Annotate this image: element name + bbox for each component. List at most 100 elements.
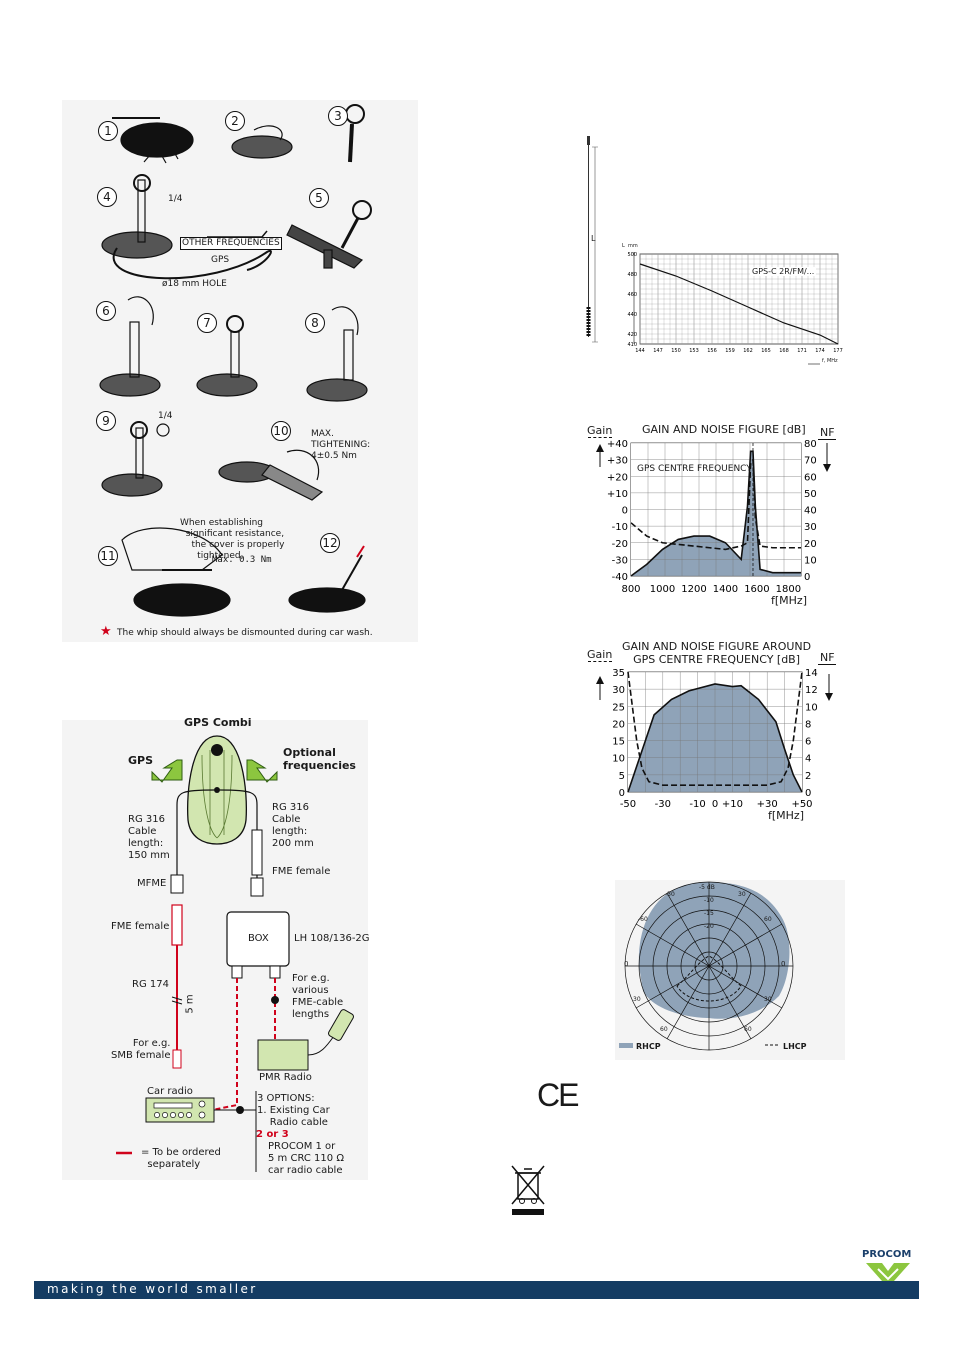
- lhcp-legend: LHCP: [783, 1042, 807, 1051]
- pmr-radio: [257, 1039, 309, 1071]
- gain-left-tick: -20: [612, 539, 628, 550]
- step-6: 6: [96, 301, 116, 321]
- zoom-left-tick: 20: [612, 719, 625, 730]
- wiring-diagram: [62, 720, 368, 1180]
- optional-arrow: [246, 759, 278, 783]
- mfme-label: MFME: [137, 878, 167, 889]
- step-12: 12: [320, 533, 340, 553]
- polar-angle-label: 60: [764, 916, 772, 923]
- polar-ring-label: -20: [704, 923, 714, 930]
- rg316-right-label: RG 316 Cable length: 200 mm: [272, 802, 314, 849]
- zoom-x-unit: f[MHz]: [768, 809, 804, 822]
- zoom-x-tick: -50: [620, 799, 636, 810]
- zoom-nf-arrowhead: [825, 693, 833, 701]
- gain-left-tick: +20: [607, 472, 628, 483]
- gain-x-tick: 1800: [776, 584, 801, 595]
- step-9: 9: [96, 411, 116, 431]
- fme-female-right-label: FME female: [272, 866, 331, 877]
- star-icon: ★: [100, 624, 112, 639]
- rg174-label: RG 174: [132, 979, 169, 990]
- gain-nf-chart: +40+30+20+100-10-20-30-40807060504030201…: [596, 439, 831, 595]
- gain-right-tick: 30: [804, 522, 817, 533]
- wiring-title: GPS Combi: [184, 716, 252, 729]
- zoom-chart-title: GAIN AND NOISE FIGURE AROUND GPS CENTRE …: [622, 640, 812, 666]
- fme-cable-label: For e.g. various FME-cable lengths: [292, 973, 344, 1020]
- step-8: 8: [305, 313, 325, 333]
- length-x-tick: 144: [635, 348, 645, 354]
- gain-left-tick: +10: [607, 489, 628, 500]
- length-x-tick: 147: [653, 348, 663, 354]
- car-wash-note: The whip should always be dismounted dur…: [117, 628, 373, 638]
- lh-label: LH 108/136-2G: [294, 933, 370, 944]
- zoom-left-tick: 10: [612, 754, 625, 765]
- zoom-left-tick: 30: [612, 685, 625, 696]
- step-2: 2: [225, 111, 245, 131]
- zoom-nf-line: [627, 683, 803, 793]
- polar-plot: [615, 880, 845, 1060]
- length-y-tick: 420: [627, 332, 637, 338]
- zoom-nf-title: NF: [820, 651, 835, 664]
- other-frequencies-label: OTHER FREQUENCIES: [180, 237, 282, 250]
- car-radio-label: Car radio: [147, 1086, 193, 1097]
- options-label: 3 OPTIONS: 1. Existing Car Radio cable: [257, 1093, 330, 1128]
- legend-label: = To be ordered separately: [141, 1147, 221, 1170]
- gain-left-tick: -40: [612, 572, 628, 583]
- length-y-tick: 460: [627, 292, 637, 298]
- zoom-left-tick: 25: [612, 702, 625, 713]
- quarter-turn-label: 1/4: [168, 194, 183, 204]
- length-y-tick: 500: [627, 252, 637, 258]
- zoom-left-tick: 35: [612, 668, 625, 679]
- antenna-base-2: [231, 135, 293, 159]
- five-m-label: 5 m: [184, 994, 196, 1014]
- gain-dash-legend: [588, 437, 612, 438]
- zoom-x-tick: +30: [757, 799, 778, 810]
- weee-bin-icon: [511, 1165, 545, 1215]
- polar-ring-label: -10: [704, 897, 714, 904]
- step-7: 7: [197, 313, 217, 333]
- length-x-tick: 150: [671, 348, 681, 354]
- gps-connector-label: GPS: [211, 255, 230, 265]
- length-x-tick: 165: [761, 348, 771, 354]
- quarter-turn-label: 1/4: [158, 411, 173, 421]
- zoom-gain-title: Gain: [587, 648, 613, 661]
- gps-arrow: [151, 759, 183, 783]
- max-torque-label: Max. 0.3 Nm: [212, 555, 272, 565]
- gain-x-unit: f[MHz]: [771, 594, 807, 607]
- zoom-right-tick: 10: [805, 702, 818, 713]
- step-11: 11: [98, 546, 118, 566]
- length-x-tick: 168: [779, 348, 789, 354]
- gain-right-tick: 80: [804, 439, 817, 450]
- gain-chart-title: GAIN AND NOISE FIGURE [dB]: [642, 423, 806, 436]
- zoom-right-tick: 4: [805, 754, 811, 765]
- zoom-nf-legend: [818, 664, 836, 665]
- length-x-tick: 156: [707, 348, 717, 354]
- gain-left-tick: 0: [622, 506, 628, 517]
- step-4: 4: [97, 187, 117, 207]
- zoom-x-tick: +10: [722, 799, 743, 810]
- gain-left-tick: -10: [612, 522, 628, 533]
- step-5: 5: [309, 188, 329, 208]
- max-tightening-label: MAX. TIGHTENING: 4±0.5 Nm: [311, 429, 371, 461]
- polar-ring-label: -15: [704, 910, 714, 917]
- length-series-label: GPS-C 2R/FM/...: [750, 267, 817, 276]
- length-x-tick: 174: [815, 348, 825, 354]
- rhcp-legend: RHCP: [636, 1042, 661, 1051]
- brand-logo-text: PROCOM: [862, 1249, 912, 1260]
- zoom-x-tick: +50: [791, 799, 812, 810]
- footer-bar: making the world smaller: [34, 1281, 919, 1299]
- gain-axis-title: Gain: [587, 424, 613, 437]
- gain-right-tick: 10: [804, 555, 817, 566]
- zoom-right-tick: 12: [805, 685, 818, 696]
- gain-x-tick: 1600: [744, 584, 769, 595]
- nf-down-arrowhead: [823, 464, 831, 472]
- antenna-base-1: [120, 122, 194, 158]
- zoom-x-tick: -10: [689, 799, 705, 810]
- length-series-line: [639, 263, 839, 345]
- length-x-tick: 159: [725, 348, 735, 354]
- length-y-tick: 480: [627, 272, 637, 278]
- gain-right-tick: 0: [804, 572, 810, 583]
- install-illustrations: [99, 104, 372, 617]
- fme-female-left-label: FME female: [111, 921, 170, 932]
